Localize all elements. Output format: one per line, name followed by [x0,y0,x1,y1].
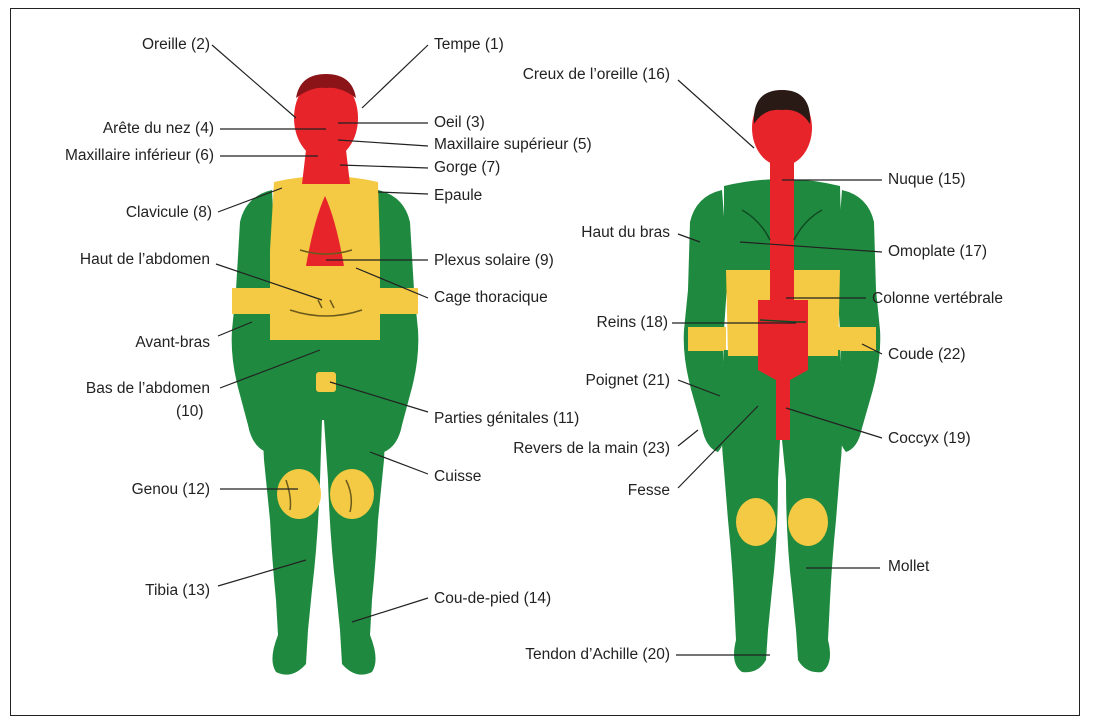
leader-poignet [678,380,720,396]
label-maxillaire-sup: Maxillaire supérieur (5) [434,136,592,154]
label-tendon: Tendon d’Achille (20) [525,646,670,664]
leader-tempe [362,45,428,108]
label-coude: Coude (22) [888,346,966,364]
label-fesse: Fesse [628,482,670,500]
leader-bas-abdomen [220,350,320,388]
label-coccyx: Coccyx (19) [888,430,971,448]
leader-coccyx [786,408,882,438]
leader-fesse [678,406,758,488]
leader-epaule [378,192,428,194]
label-tempe: Tempe (1) [434,36,504,54]
leader-cuisse [370,452,428,474]
leader-cage [356,268,428,298]
label-revers-main: Revers de la main (23) [513,440,670,458]
label-tibia: Tibia (13) [145,582,210,600]
label-omoplate: Omoplate (17) [888,243,987,261]
label-cage: Cage thoracique [434,289,548,307]
leader-cou-de-pied [352,598,428,622]
label-poignet: Poignet (21) [586,372,670,390]
leader-omoplate [740,242,882,252]
label-avant-bras: Avant-bras [135,334,210,352]
leader-oreille [212,45,296,118]
leader-parties-genitales [330,382,428,412]
leader-revers-main [678,430,698,446]
leader-creux-oreille [678,80,754,148]
label-gorge: Gorge (7) [434,159,500,177]
label-parties-genitales: Parties génitales (11) [434,410,579,428]
leader-maxillaire-sup [338,140,428,146]
label-reins: Reins (18) [597,314,669,332]
label-haut-bras: Haut du bras [581,224,670,242]
label-bas-abdomen: Bas de l’abdomen [86,380,210,398]
leader-haut-bras [678,234,700,242]
label-haut-abdomen: Haut de l’abdomen [80,251,210,269]
label-plexus: Plexus solaire (9) [434,252,554,270]
label-colonne: Colonne vertébrale [872,290,1003,308]
label-nuque: Nuque (15) [888,171,966,189]
leader-avant-bras [218,322,252,336]
leader-coude [862,344,882,354]
label-oeil: Oeil (3) [434,114,485,132]
label-cou-de-pied: Cou-de-pied (14) [434,590,551,608]
label-bas-abdomen-num: (10) [176,403,204,421]
label-oreille: Oreille (2) [142,36,210,54]
leader-tibia [218,560,306,586]
leader-haut-abdomen [216,264,322,300]
label-genou: Genou (12) [132,481,210,499]
leader-clavicule [218,188,282,212]
leader-gorge [340,165,428,168]
label-maxillaire-inf: Maxillaire inférieur (6) [65,147,214,165]
label-mollet: Mollet [888,558,929,576]
label-cuisse: Cuisse [434,468,481,486]
label-epaule: Epaule [434,187,482,205]
label-arete-nez: Arête du nez (4) [103,120,214,138]
label-creux-oreille: Creux de l’oreille (16) [523,66,670,84]
label-clavicule: Clavicule (8) [126,204,212,222]
